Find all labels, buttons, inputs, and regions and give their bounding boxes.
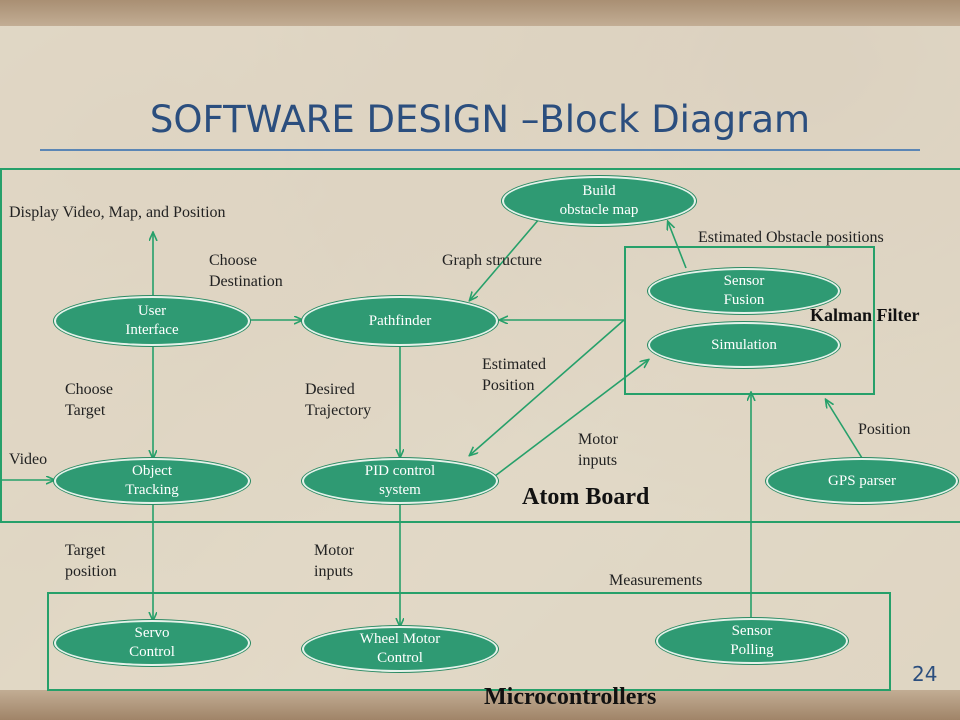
title-underline	[40, 149, 920, 151]
microcontrollers-box	[47, 592, 891, 691]
label-position: Position	[858, 421, 911, 438]
node-simulation: Simulation	[648, 322, 840, 368]
atom-board-box	[0, 168, 960, 523]
label-graph-structure: Graph structure	[442, 252, 542, 269]
node-gps-parser: GPS parser	[766, 458, 958, 504]
page-number: 24	[912, 662, 938, 686]
node-pathfinder: Pathfinder	[302, 296, 498, 346]
edge-map-to-pathfinder	[470, 217, 541, 300]
label-estimated-obstacle: Estimated Obstacle positions	[698, 229, 884, 246]
label-video: Video	[9, 451, 48, 468]
top-frame	[0, 0, 960, 26]
edge-gps-to-kalman	[826, 400, 863, 459]
bottom-frame	[0, 690, 960, 720]
label-atom-board: Atom Board	[522, 484, 650, 510]
edge-pid-to-simulation	[494, 360, 648, 477]
label-kalman-filter: Kalman Filter	[810, 305, 920, 325]
edge-fusion-to-map	[668, 222, 687, 269]
label-microcontrollers: Microcontrollers	[484, 684, 657, 710]
edge-kalman-to-pid	[470, 319, 625, 455]
label-display: Display Video, Map, and Position	[9, 204, 226, 221]
label-measurements: Measurements	[609, 572, 703, 589]
slide-title: SOFTWARE DESIGN –Block Diagram	[149, 98, 811, 141]
